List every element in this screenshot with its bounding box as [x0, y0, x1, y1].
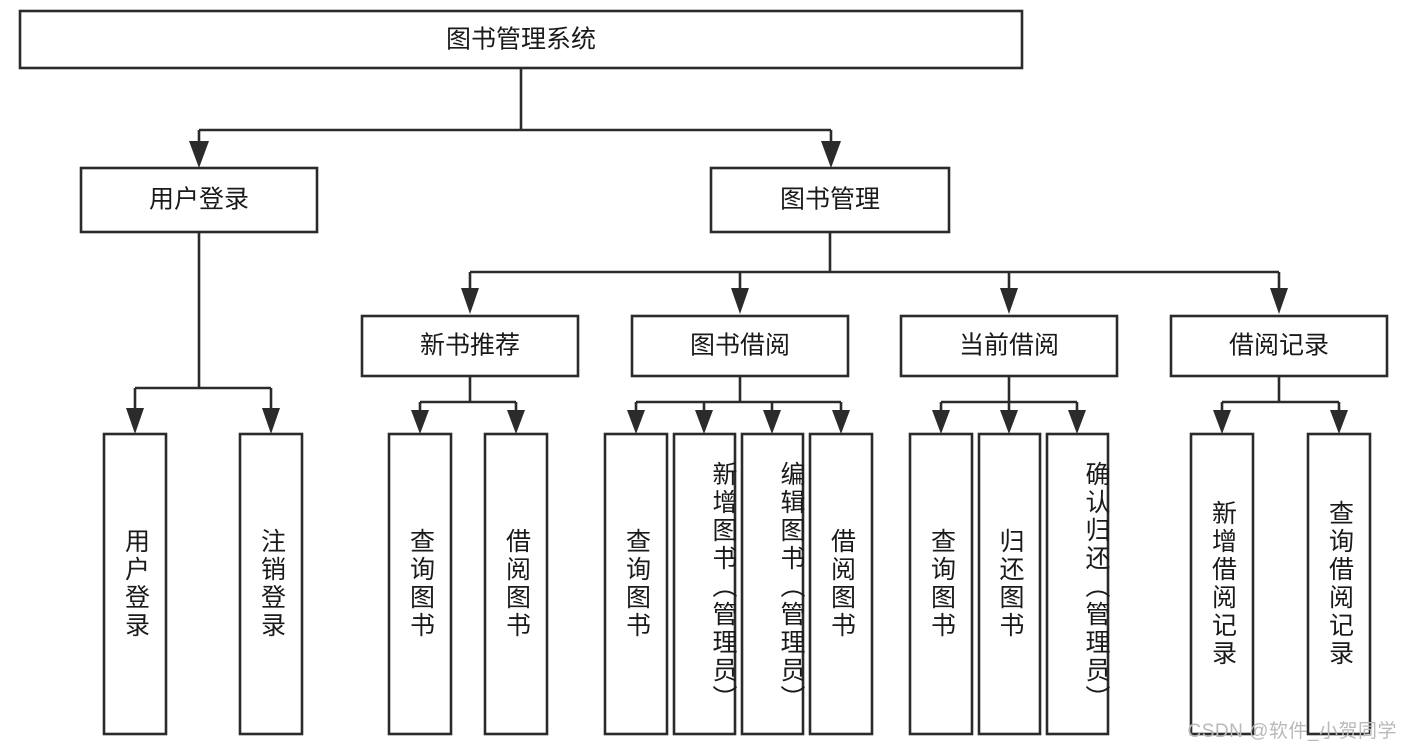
leaf-box-user-login[interactable]	[102, 432, 168, 736]
node-root-box[interactable]	[18, 9, 1024, 70]
arrow-down-icon	[1330, 410, 1348, 434]
arrow-down-icon	[695, 410, 713, 434]
leaf-box-add-record[interactable]	[1189, 432, 1255, 736]
leaf-box-edit-book[interactable]	[740, 432, 805, 736]
leaf-box-query-book-1[interactable]	[387, 432, 453, 736]
node-new-book-recommend-label: 新书推荐	[420, 332, 520, 360]
arrow-down-icon	[821, 141, 841, 168]
node-borrow-record-label: 借阅记录	[1229, 332, 1329, 360]
leaf-box-return-book[interactable]	[977, 432, 1042, 736]
arrow-down-icon	[832, 410, 850, 434]
csdn-watermark: CSDN @软件_小贺同学	[1187, 721, 1397, 742]
arrow-down-icon	[1000, 288, 1018, 314]
arrow-down-icon	[461, 288, 479, 314]
arrow-down-icon	[1270, 288, 1288, 314]
node-book-borrow-box[interactable]	[630, 314, 850, 378]
arrow-down-icon	[189, 141, 209, 168]
leaf-box-borrow-book-1[interactable]	[483, 432, 549, 736]
node-book-manage[interactable]: 图书管理	[709, 166, 951, 234]
node-new-book-recommend[interactable]: 新书推荐	[360, 314, 580, 378]
arrow-down-icon	[262, 408, 280, 434]
leaf-box-query-book-3[interactable]	[908, 432, 974, 736]
arrow-down-icon	[731, 288, 749, 314]
node-book-borrow[interactable]: 图书借阅	[630, 314, 850, 378]
connector-new-book-recommend-to-leaves	[411, 376, 525, 434]
node-current-borrow-box[interactable]	[899, 314, 1119, 378]
connector-borrow-record-to-leaves	[1213, 376, 1348, 434]
node-current-borrow-label: 当前借阅	[959, 332, 1059, 360]
connector-user-login-to-leaves	[126, 232, 280, 434]
arrow-down-icon	[507, 410, 525, 434]
node-root[interactable]: 图书管理系统	[18, 9, 1024, 70]
arrow-down-icon	[763, 410, 781, 434]
arrow-down-icon	[932, 410, 950, 434]
arrow-down-icon	[1213, 410, 1231, 434]
arrow-down-icon	[1068, 410, 1086, 434]
node-user-login-label: 用户登录	[149, 186, 249, 214]
node-book-borrow-label: 图书借阅	[690, 332, 790, 360]
node-book-manage-box[interactable]	[709, 166, 951, 234]
leaf-box-query-book-2[interactable]	[603, 432, 669, 736]
leaf-box-query-record[interactable]	[1306, 432, 1372, 736]
node-current-borrow[interactable]: 当前借阅	[899, 314, 1119, 378]
arrow-down-icon	[126, 408, 144, 434]
arrow-down-icon	[627, 410, 645, 434]
connector-book-borrow-to-leaves	[627, 376, 850, 434]
node-borrow-record-box[interactable]	[1169, 314, 1389, 378]
leaf-box-logout[interactable]	[238, 432, 304, 736]
leaf-box-add-book[interactable]	[672, 432, 737, 736]
node-user-login[interactable]: 用户登录	[79, 166, 319, 234]
arrow-down-icon	[411, 410, 429, 434]
node-borrow-record[interactable]: 借阅记录	[1169, 314, 1389, 378]
leaf-box-confirm-return[interactable]	[1045, 432, 1110, 736]
connector-current-borrow-to-leaves	[932, 376, 1086, 434]
connector-root-to-level2	[189, 68, 841, 168]
leaf-box-borrow-book-2[interactable]	[808, 432, 874, 736]
node-book-manage-label: 图书管理	[780, 186, 880, 214]
connector-book-manage-to-level3	[461, 232, 1288, 314]
arrow-down-icon	[1000, 410, 1018, 434]
node-root-label: 图书管理系统	[446, 26, 596, 54]
node-new-book-recommend-box[interactable]	[360, 314, 580, 378]
